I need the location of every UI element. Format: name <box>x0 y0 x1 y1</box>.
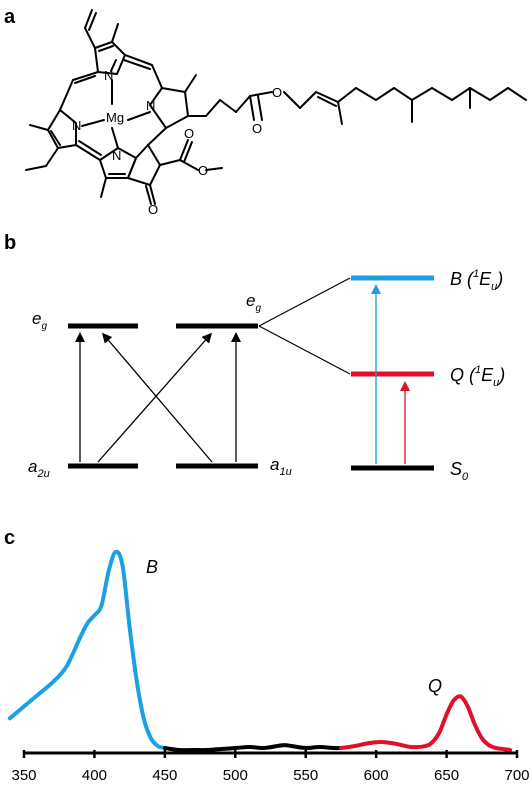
energy-level-diagram: eg eg a2u a1u B (1Eu) Q (1Eu) S0 <box>28 268 505 483</box>
label-state-B: B (1Eu) <box>450 268 503 293</box>
label-state-S0: S0 <box>450 459 469 483</box>
x-tick-label-550: 550 <box>293 767 318 784</box>
x-tick-label-500: 500 <box>223 767 248 784</box>
atom-n-right: N <box>146 98 155 113</box>
atom-mg: Mg <box>106 110 124 125</box>
atom-o-ester4: O <box>272 85 282 100</box>
atom-n-left: N <box>72 118 81 133</box>
atom-o-ketone: O <box>148 202 158 217</box>
label-a2u: a2u <box>28 457 50 480</box>
spectrum-series-1 <box>7 549 167 750</box>
atom-n-bottom: N <box>112 148 121 163</box>
x-tick-label-400: 400 <box>82 767 107 784</box>
spectrum-series-3 <box>338 694 512 752</box>
atom-o-ester2: O <box>184 126 194 141</box>
x-tick-label-600: 600 <box>364 767 389 784</box>
split-line-Q <box>258 325 351 375</box>
panel-label-a: a <box>4 6 16 28</box>
panel-label-c: c <box>4 527 16 549</box>
x-tick-label-650: 650 <box>434 767 459 784</box>
peak-label-Q: Q <box>428 676 442 696</box>
absorption-spectrum-chart: 350 400 450 500 550 600 650 700 B Q <box>7 549 530 784</box>
panel-label-b: b <box>4 232 17 254</box>
split-line-B <box>258 277 351 327</box>
arrow-a2u-eg-right <box>97 332 212 463</box>
peak-label-B: B <box>146 557 158 577</box>
x-tick-label-350: 350 <box>11 767 36 784</box>
label-a1u: a1u <box>270 455 292 478</box>
label-state-Q: Q (1Eu) <box>450 364 505 389</box>
label-eg-right: eg <box>246 291 261 314</box>
atom-o-ester1: O <box>198 163 208 178</box>
atom-o-ester3: O <box>252 121 262 136</box>
x-tick-label-700: 700 <box>504 767 529 784</box>
atom-n-top: N <box>104 68 113 83</box>
arrow-a1u-eg-left <box>102 332 213 463</box>
molecule-structure: Mg N N N N O O O O O <box>25 9 527 217</box>
spectrum-series-2 <box>162 743 343 753</box>
x-tick-label-450: 450 <box>152 767 177 784</box>
label-eg-left: eg <box>32 309 47 332</box>
